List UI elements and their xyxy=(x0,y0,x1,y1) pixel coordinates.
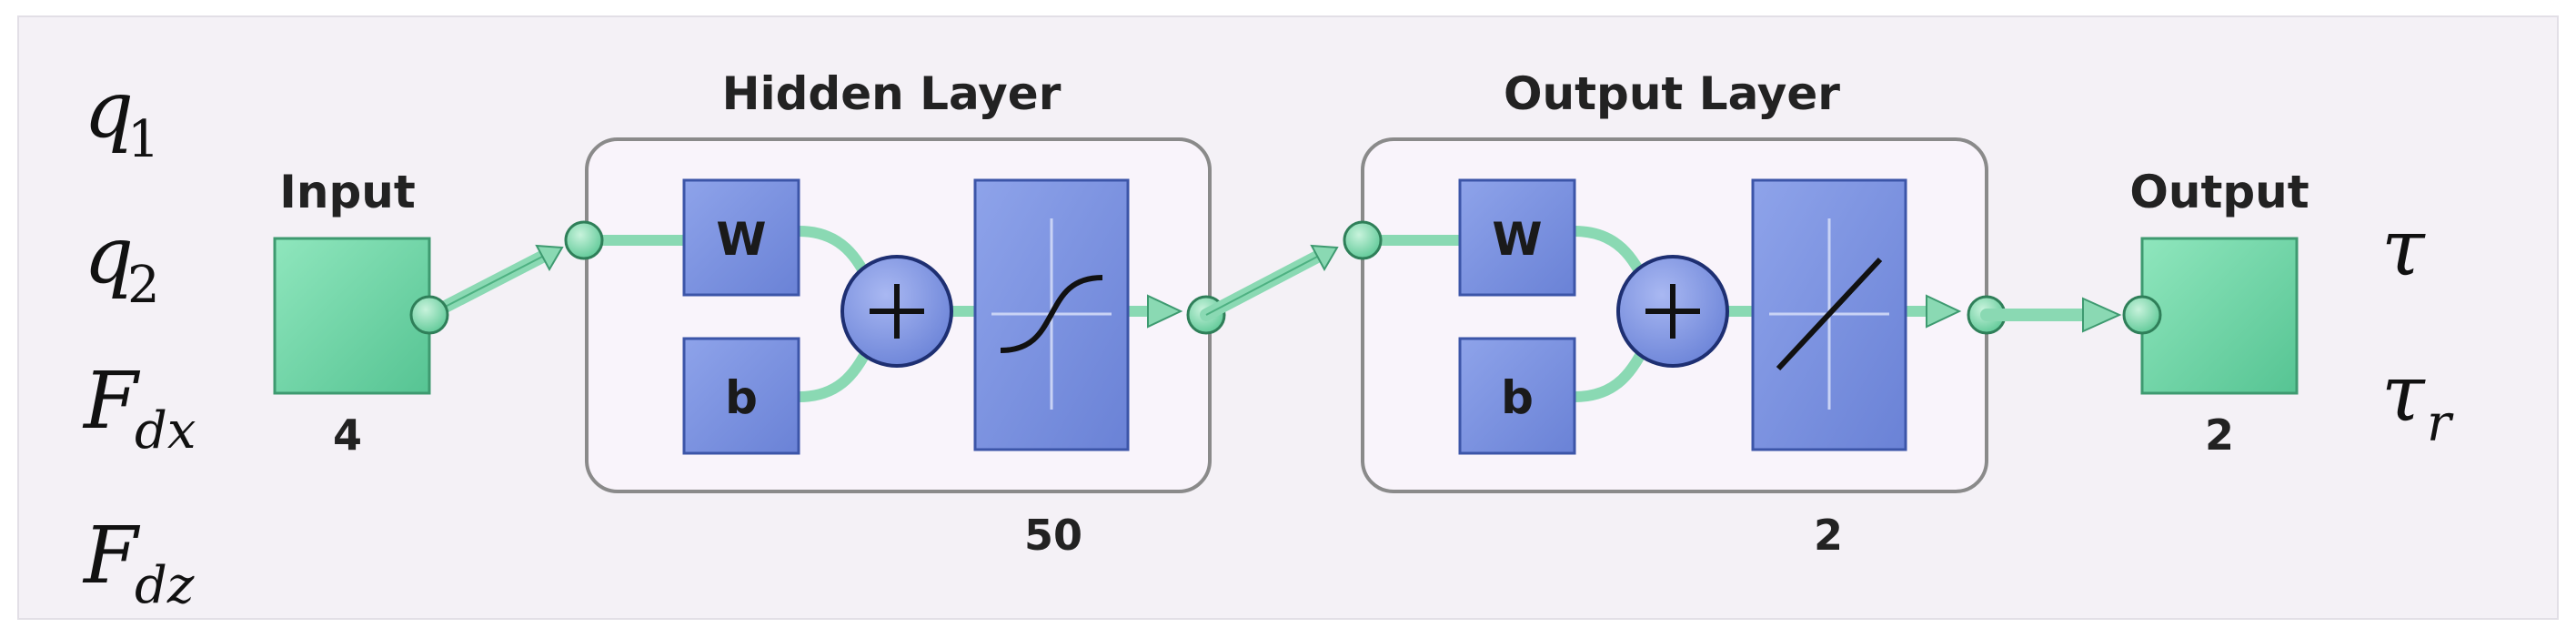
svg-text:1: 1 xyxy=(127,110,160,169)
output-layer-label: Output Layer xyxy=(1504,67,1840,120)
output-variable-tau: τ xyxy=(2381,203,2426,294)
hidden-bias-label: b xyxy=(725,371,758,424)
connector-input-hidden xyxy=(423,244,564,321)
hidden-sum-icon xyxy=(840,255,953,368)
svg-text:dz: dz xyxy=(135,556,195,615)
svg-text:F: F xyxy=(82,511,141,602)
output-weight-label: W xyxy=(1492,213,1542,266)
output-bias-block xyxy=(1458,337,1576,455)
hidden-bias-block xyxy=(682,337,800,455)
connector-hidden-output xyxy=(1200,244,1339,321)
output-label: Output xyxy=(2129,166,2309,218)
output-sum-icon xyxy=(1616,255,1729,368)
purelin-icon xyxy=(1751,178,1907,451)
svg-text:q: q xyxy=(84,210,134,301)
svg-text:τ: τ xyxy=(2381,203,2426,294)
output-input-node xyxy=(2122,295,2162,335)
input-block xyxy=(273,237,431,395)
input-variable-q1: q 1 xyxy=(84,65,160,169)
output-size: 2 xyxy=(2205,410,2234,460)
input-variable-fdz: F dz xyxy=(82,511,195,615)
input-label: Input xyxy=(279,166,416,218)
output-variable-tau-r: τ r xyxy=(2381,349,2454,453)
svg-text:τ: τ xyxy=(2381,349,2426,440)
input-node xyxy=(409,295,449,335)
hidden-output-arrow xyxy=(1147,294,1183,329)
hidden-layer-size: 50 xyxy=(1024,511,1082,560)
input-size: 4 xyxy=(333,410,362,460)
hidden-weight-block xyxy=(682,178,800,297)
input-variable-fdx: F dx xyxy=(82,356,196,461)
output-weight-block xyxy=(1458,178,1576,297)
output-layer-arrow xyxy=(1926,294,1962,329)
hidden-weight-label: W xyxy=(716,213,766,266)
hidden-input-node xyxy=(564,220,604,260)
tansig-icon xyxy=(973,178,1130,451)
output-layer-size: 2 xyxy=(1814,511,1843,560)
output-layer-input-node xyxy=(1343,220,1383,260)
svg-text:2: 2 xyxy=(127,256,160,315)
svg-text:F: F xyxy=(82,356,141,447)
svg-text:dx: dx xyxy=(135,401,196,461)
connector-output xyxy=(1980,297,2122,333)
output-block xyxy=(2140,237,2299,395)
output-bias-label: b xyxy=(1501,371,1534,424)
hidden-layer-label: Hidden Layer xyxy=(722,67,1062,120)
svg-text:r: r xyxy=(2427,394,2454,453)
svg-text:q: q xyxy=(84,65,134,156)
input-variable-q2: q 2 xyxy=(84,210,160,315)
